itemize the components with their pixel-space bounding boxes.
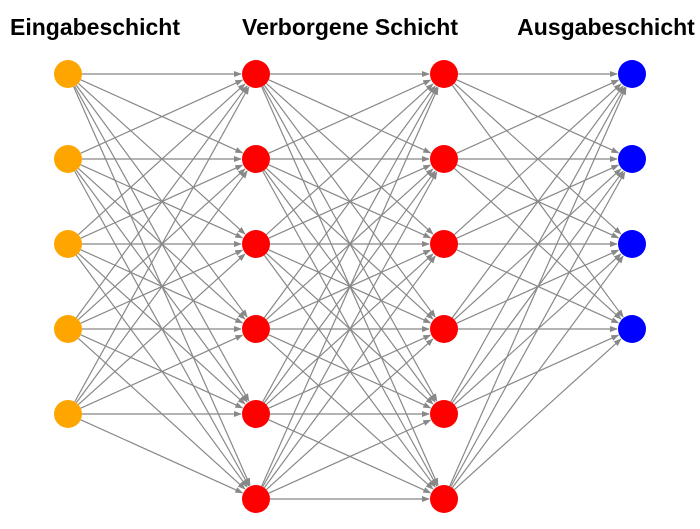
connection-arrow bbox=[451, 255, 624, 489]
connection-arrow bbox=[451, 85, 624, 319]
hidden-node bbox=[242, 400, 270, 428]
connection-arrow bbox=[265, 338, 434, 491]
output-layer-title: Ausgabeschicht bbox=[517, 14, 695, 40]
hidden-node bbox=[430, 315, 458, 343]
connection-arrow bbox=[450, 86, 626, 403]
hidden-node bbox=[430, 400, 458, 428]
output-node bbox=[618, 315, 646, 343]
hidden-node bbox=[242, 60, 270, 88]
connection-arrow bbox=[449, 86, 627, 487]
connection-arrow bbox=[261, 86, 439, 487]
connection-arrow bbox=[263, 85, 436, 319]
hidden-node bbox=[242, 485, 270, 513]
hidden-node bbox=[242, 145, 270, 173]
connection-arrow bbox=[268, 79, 432, 154]
connection-arrow bbox=[75, 170, 248, 404]
neurons bbox=[54, 60, 646, 513]
connection-arrow bbox=[453, 83, 622, 236]
input-node bbox=[54, 230, 82, 258]
hidden-node bbox=[242, 230, 270, 258]
hidden-node bbox=[430, 145, 458, 173]
input-layer-title: Eingabeschicht bbox=[10, 14, 180, 40]
hidden-node bbox=[430, 230, 458, 258]
hidden-node bbox=[242, 315, 270, 343]
connection-arrow bbox=[75, 85, 248, 319]
connection-arrow bbox=[263, 255, 436, 489]
input-node bbox=[54, 315, 82, 343]
connection-arrow bbox=[80, 334, 244, 409]
input-node bbox=[54, 400, 82, 428]
connection-arrow bbox=[453, 338, 622, 491]
connection-arrow bbox=[450, 171, 626, 488]
connections bbox=[73, 71, 627, 502]
connection-arrow bbox=[265, 83, 434, 236]
connection-arrow bbox=[80, 79, 244, 154]
connection-arrow bbox=[262, 86, 438, 403]
connection-arrow bbox=[77, 83, 246, 236]
connection-arrow bbox=[268, 419, 432, 494]
input-node bbox=[54, 145, 82, 173]
connection-arrow bbox=[77, 253, 246, 406]
connection-arrow bbox=[80, 419, 244, 494]
output-node bbox=[618, 230, 646, 258]
connection-arrow bbox=[262, 171, 438, 488]
connection-arrow bbox=[74, 86, 250, 403]
connection-arrow bbox=[456, 79, 620, 154]
hidden-node bbox=[430, 60, 458, 88]
hidden-layer-title: Verborgene Schicht bbox=[241, 14, 459, 40]
output-node bbox=[618, 145, 646, 173]
hidden-node bbox=[430, 485, 458, 513]
input-node bbox=[54, 60, 82, 88]
output-node bbox=[618, 60, 646, 88]
